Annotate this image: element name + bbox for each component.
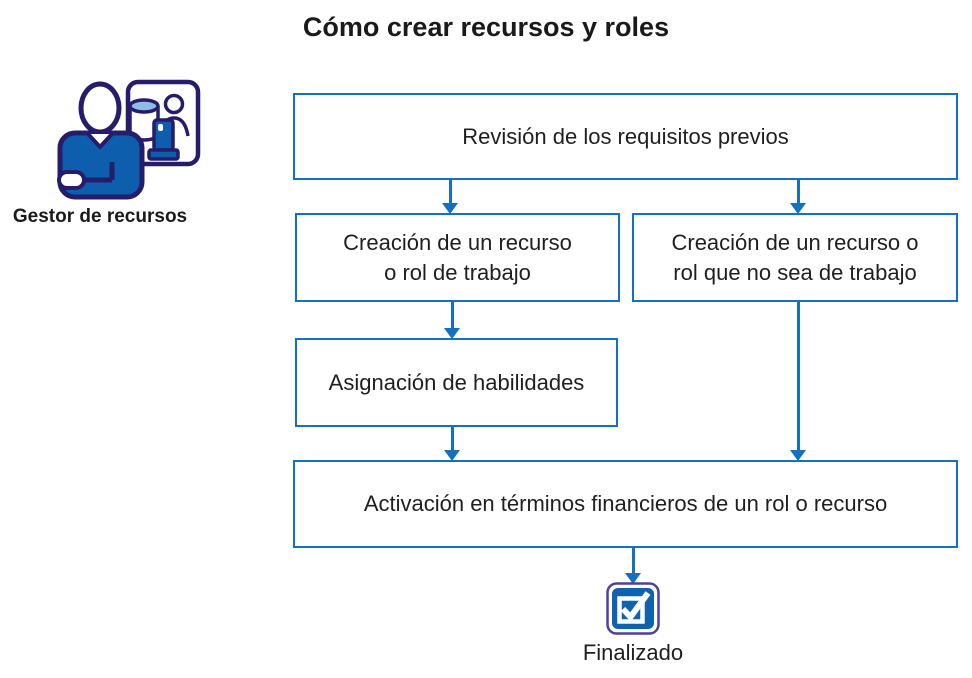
flow-node-activacion: Activación en términos financieros de un… xyxy=(293,460,958,548)
flow-node-revision: Revisión de los requisitos previos xyxy=(293,93,958,180)
connector-arrow-asignacion-to-activacion xyxy=(444,427,460,461)
flow-node-label: Creación de un recurso o rol que no sea … xyxy=(671,230,919,285)
connector-line xyxy=(448,180,452,205)
connector-line xyxy=(796,180,800,205)
flow-node-creacion-no-trabajo: Creación de un recurso o rol que no sea … xyxy=(632,213,958,302)
arrowhead-icon xyxy=(444,328,460,339)
page-title: Cómo crear recursos y roles xyxy=(302,12,670,42)
flow-node-label: Creación de un recurso o rol de trabajo xyxy=(343,230,572,285)
connector-arrow-trabajo-to-asignacion xyxy=(444,302,460,339)
actor-label: Gestor de recursos xyxy=(12,206,188,227)
connector-line xyxy=(796,302,800,452)
connector-arrow-revision-to-no-trabajo xyxy=(790,180,806,214)
checkbox-checked-icon xyxy=(606,582,660,635)
arrowhead-icon xyxy=(625,573,641,584)
connector-arrow-no-trabajo-to-activacion xyxy=(790,302,806,461)
connector-line xyxy=(631,548,635,575)
flow-node-label: Activación en términos financieros de un… xyxy=(363,491,888,517)
flow-node-creacion-trabajo: Creación de un recurso o rol de trabajo xyxy=(295,213,620,302)
flow-node-label: Revisión de los requisitos previos xyxy=(462,123,789,149)
arrowhead-icon xyxy=(790,450,806,461)
flow-node-asignacion: Asignación de habilidades xyxy=(295,338,618,427)
end-state-label: Finalizado xyxy=(582,640,684,665)
connector-line xyxy=(450,302,454,330)
arrowhead-icon xyxy=(444,450,460,461)
connector-arrow-revision-to-trabajo xyxy=(442,180,458,214)
connector-line xyxy=(450,427,454,452)
arrowhead-icon xyxy=(442,203,458,214)
arrowhead-icon xyxy=(790,203,806,214)
connector-arrow-activacion-to-finalizado xyxy=(625,548,641,584)
resource-manager-icon xyxy=(57,79,201,200)
flow-node-label: Asignación de habilidades xyxy=(328,369,585,395)
